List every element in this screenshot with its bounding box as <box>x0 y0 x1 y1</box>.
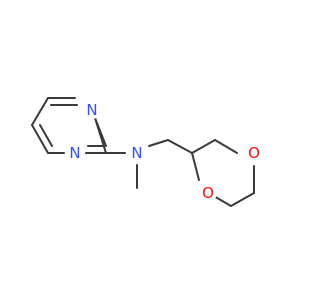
bond-c4-c5 <box>31 97 49 126</box>
bond-o1-c2 <box>191 152 200 181</box>
atom-n-amine: N <box>131 144 142 162</box>
atom-labels: N N N O O <box>66 101 263 202</box>
pyrimidine-ring <box>31 97 107 154</box>
bond-c2-c3 <box>191 139 216 154</box>
molecule-canvas: N N N O O <box>31 97 263 207</box>
bond-c5-c6 <box>31 124 49 154</box>
bond-c3-o4 <box>214 139 238 154</box>
atom-n-pyrimidine-top: N <box>86 101 97 119</box>
atom-o-dioxane-right: O <box>248 144 260 162</box>
structure-drawing: N N N O O <box>31 97 263 207</box>
dioxane-ring <box>191 139 255 207</box>
bond-c2-n-top <box>94 117 107 154</box>
atom-n-pyrimidine-bottom: N <box>69 144 80 162</box>
bond-ch2-c2dioxane <box>167 139 193 154</box>
atom-o-dioxane-left: O <box>202 184 214 202</box>
bond-c5-c6-inner <box>39 124 53 147</box>
bond-namine-ch2 <box>148 139 169 147</box>
amine-linkage <box>105 139 193 189</box>
bond-c5-c6 <box>230 192 255 207</box>
